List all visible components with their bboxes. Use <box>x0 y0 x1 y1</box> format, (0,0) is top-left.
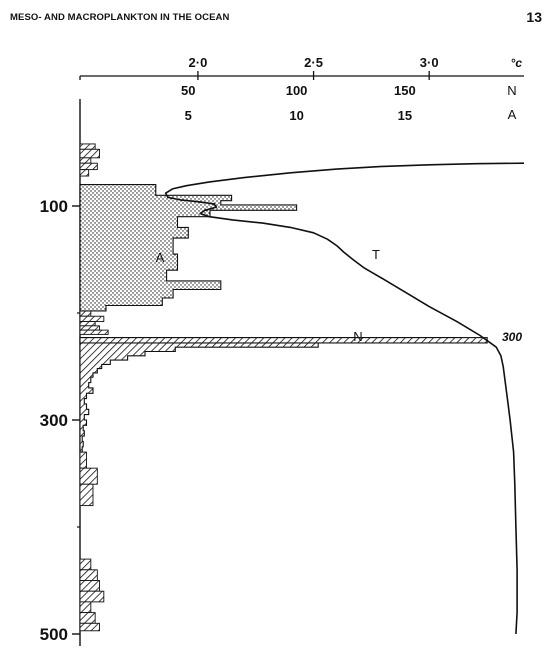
a-tick-label-0: 5 <box>185 108 192 123</box>
sparse-bar-13 <box>79 558 92 571</box>
sparse-bar-6 <box>79 315 105 323</box>
sparse-bar-1 <box>79 148 100 159</box>
sparse-bar-11 <box>79 467 98 485</box>
a-axis-name: A <box>508 107 517 122</box>
sparse-bar-18 <box>79 612 96 624</box>
peak-annotation: 300 <box>502 330 522 344</box>
a-tick-label-1: 10 <box>289 108 303 123</box>
sparse-bar-9 <box>79 329 109 335</box>
n-histogram-label: N <box>353 329 362 344</box>
sparse-bar-14 <box>79 569 98 581</box>
running-head: MESO- AND MACROPLANKTON IN THE OCEAN <box>10 12 230 23</box>
temperature-unit-label: °c <box>511 56 523 70</box>
sparse-bar-5 <box>79 310 92 317</box>
a-tick-label-2: 15 <box>398 108 412 123</box>
sparse-bar-12 <box>79 483 94 507</box>
t-curve <box>164 162 525 635</box>
sparse-bar-15 <box>79 580 100 592</box>
sparse-bar-10 <box>79 451 87 469</box>
sparse-bar-17 <box>79 601 92 614</box>
sparse-bar-3 <box>79 162 98 171</box>
sparse-bar-2 <box>79 157 92 164</box>
sparse-bar-7 <box>79 321 96 327</box>
n-tick-label-0: 50 <box>181 83 195 98</box>
temperature-tick-label-1: 2·5 <box>304 55 323 70</box>
temperature-tick-label-0: 2·0 <box>189 55 208 70</box>
sparse-bar-19 <box>79 622 100 632</box>
sparse-bar-0 <box>79 143 96 150</box>
temperature-tick-label-2: 3·0 <box>420 55 439 70</box>
depth-tick-label-1: 300 <box>40 411 68 430</box>
a-histogram <box>79 184 298 312</box>
a-histogram-label: A <box>156 250 165 265</box>
t-curve-label: T <box>372 247 380 262</box>
depth-tick-label-0: 100 <box>40 197 68 216</box>
n-histogram <box>79 337 462 453</box>
page-number: 13 <box>526 9 542 25</box>
sparse-bar-4 <box>79 169 90 177</box>
sparse-bar-16 <box>79 590 105 603</box>
depth-tick-label-2: 500 <box>40 625 68 644</box>
n-peak-bar <box>79 337 488 344</box>
n-tick-label-1: 100 <box>286 83 308 98</box>
sparse-bar-8 <box>79 325 100 331</box>
n-tick-label-2: 150 <box>394 83 416 98</box>
n-axis-name: N <box>507 83 516 98</box>
